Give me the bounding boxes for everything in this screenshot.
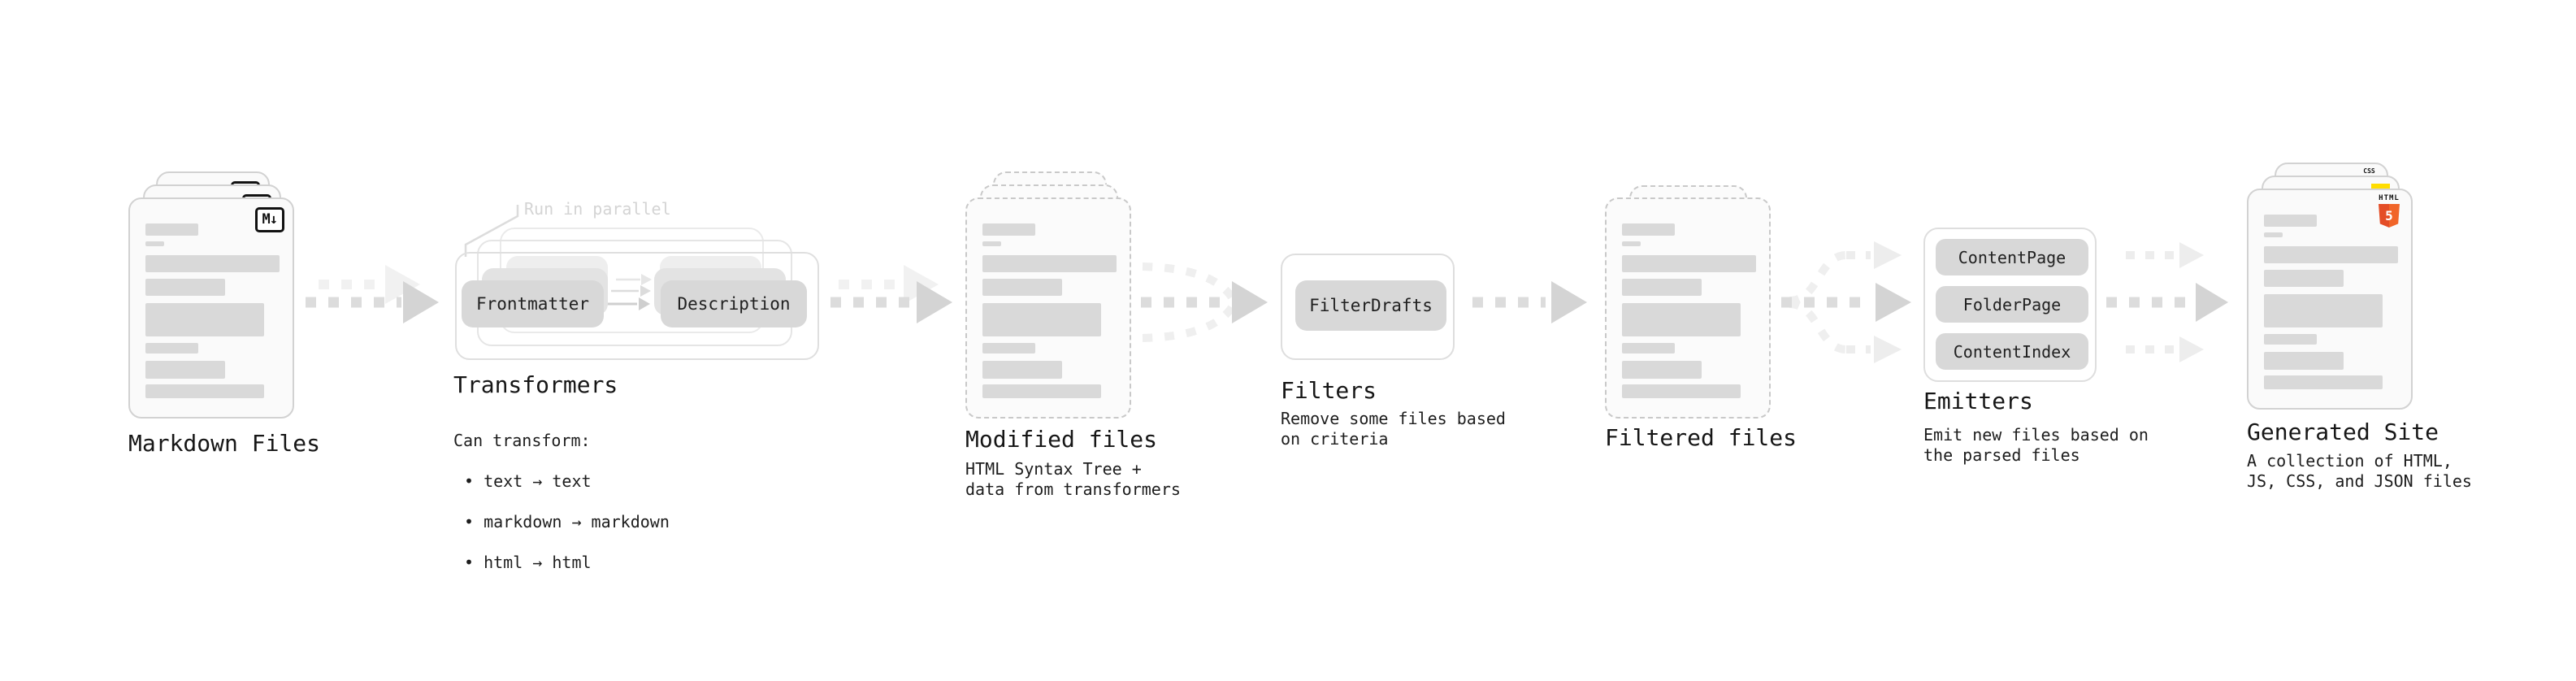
transformer-box-front [455,252,819,360]
text-placeholder-bar [2264,270,2344,287]
emitters-description: Emit new files based on the parsed files [1923,425,2149,465]
modified-files-description: HTML Syntax Tree + data from transformer… [965,459,1181,499]
html5-icon-number: 5 [2385,207,2393,223]
modified-file-card-front [965,197,1131,419]
text-placeholder-bar [2264,246,2398,263]
text-placeholder-bar [145,255,280,272]
text-placeholder-bar [145,361,225,379]
text-placeholder-bar [145,384,264,398]
text-placeholder-bar [2264,232,2283,237]
arrow-transformers-to-modified [830,265,952,323]
transformers-title: Transformers [453,371,618,398]
generated-site-description: A collection of HTML, JS, CSS, and JSON … [2247,451,2472,491]
transformer-pill-arrows [606,274,652,310]
text-placeholder-bar [1622,361,1702,379]
filters-title: Filters [1281,377,1377,404]
css-icon-word: CSS [2363,167,2375,175]
text-placeholder-bar [145,343,198,354]
arrow-emitters-to-generated [2106,242,2228,362]
text-placeholder-bar [2264,375,2383,389]
text-placeholder-bar [1622,223,1675,236]
text-placeholder-bar [2264,334,2317,345]
modified-files-label: Modified files [965,426,1158,453]
transform-bullet: • markdown → markdown [464,512,670,531]
frontmatter-pill: Frontmatter [462,280,604,327]
text-placeholder-bar [982,279,1062,296]
text-placeholder-bar [145,303,264,336]
arrow-filters-to-filtered [1472,281,1587,323]
generated-site-label: Generated Site [2247,419,2439,445]
text-placeholder-bar [145,279,225,296]
arrow-markdown-to-transformers [306,265,439,323]
arrow-modified-to-filters [1141,262,1268,342]
text-placeholder-bar [1622,255,1756,272]
text-placeholder-bar [145,223,198,236]
text-placeholder-bar [2264,215,2317,227]
filters-panel: FilterDrafts [1281,254,1455,360]
text-placeholder-bar [982,303,1101,336]
filtered-files-label: Filtered files [1605,424,1798,451]
text-placeholder-bar [982,223,1035,236]
text-placeholder-bar [982,255,1117,272]
folderpage-pill: FolderPage [1936,286,2088,323]
text-placeholder-bar [1622,279,1702,296]
contentpage-pill: ContentPage [1936,239,2088,275]
filtered-file-card-front [1605,197,1771,419]
run-in-parallel-note: Run in parallel [524,199,671,219]
text-placeholder-bar [1622,343,1675,354]
contentindex-pill: ContentIndex [1936,333,2088,370]
html-file-card: HTML 5 [2247,189,2413,410]
emitters-title: Emitters [1923,388,2033,414]
text-placeholder-bar [982,241,1001,246]
text-placeholder-bar [982,343,1035,354]
text-placeholder-bar [1622,303,1741,336]
description-pill: Description [661,280,807,327]
transform-bullet: • text → text [464,471,592,491]
emitters-panel: ContentPage FolderPage ContentIndex [1923,228,2097,382]
text-placeholder-bar [1622,241,1641,246]
run-in-parallel-callout-line [464,205,519,257]
html5-icon-shield: 5 [2379,204,2400,228]
text-placeholder-bar [145,241,164,246]
html5-icon: HTML 5 [2375,195,2403,228]
transformers-description: Can transform: • text → text • markdown … [453,410,670,593]
text-placeholder-bar [982,384,1101,398]
can-transform-heading: Can transform: [453,431,591,450]
text-placeholder-bar [1622,384,1741,398]
markdown-files-label: Markdown Files [128,430,321,457]
filters-description: Remove some files based on criteria [1281,409,1506,449]
text-placeholder-bar [2264,294,2383,327]
arrow-filtered-to-emitters [1781,241,1911,363]
text-placeholder-bar [982,361,1062,379]
markdown-icon: M↓ [254,207,284,232]
filterdrafts-pill: FilterDrafts [1295,280,1446,331]
html5-icon-word: HTML [2379,194,2400,202]
markdown-file-card-front: M↓ [128,197,294,419]
text-placeholder-bar [2264,352,2344,370]
transform-bullet: • html → html [464,553,592,572]
